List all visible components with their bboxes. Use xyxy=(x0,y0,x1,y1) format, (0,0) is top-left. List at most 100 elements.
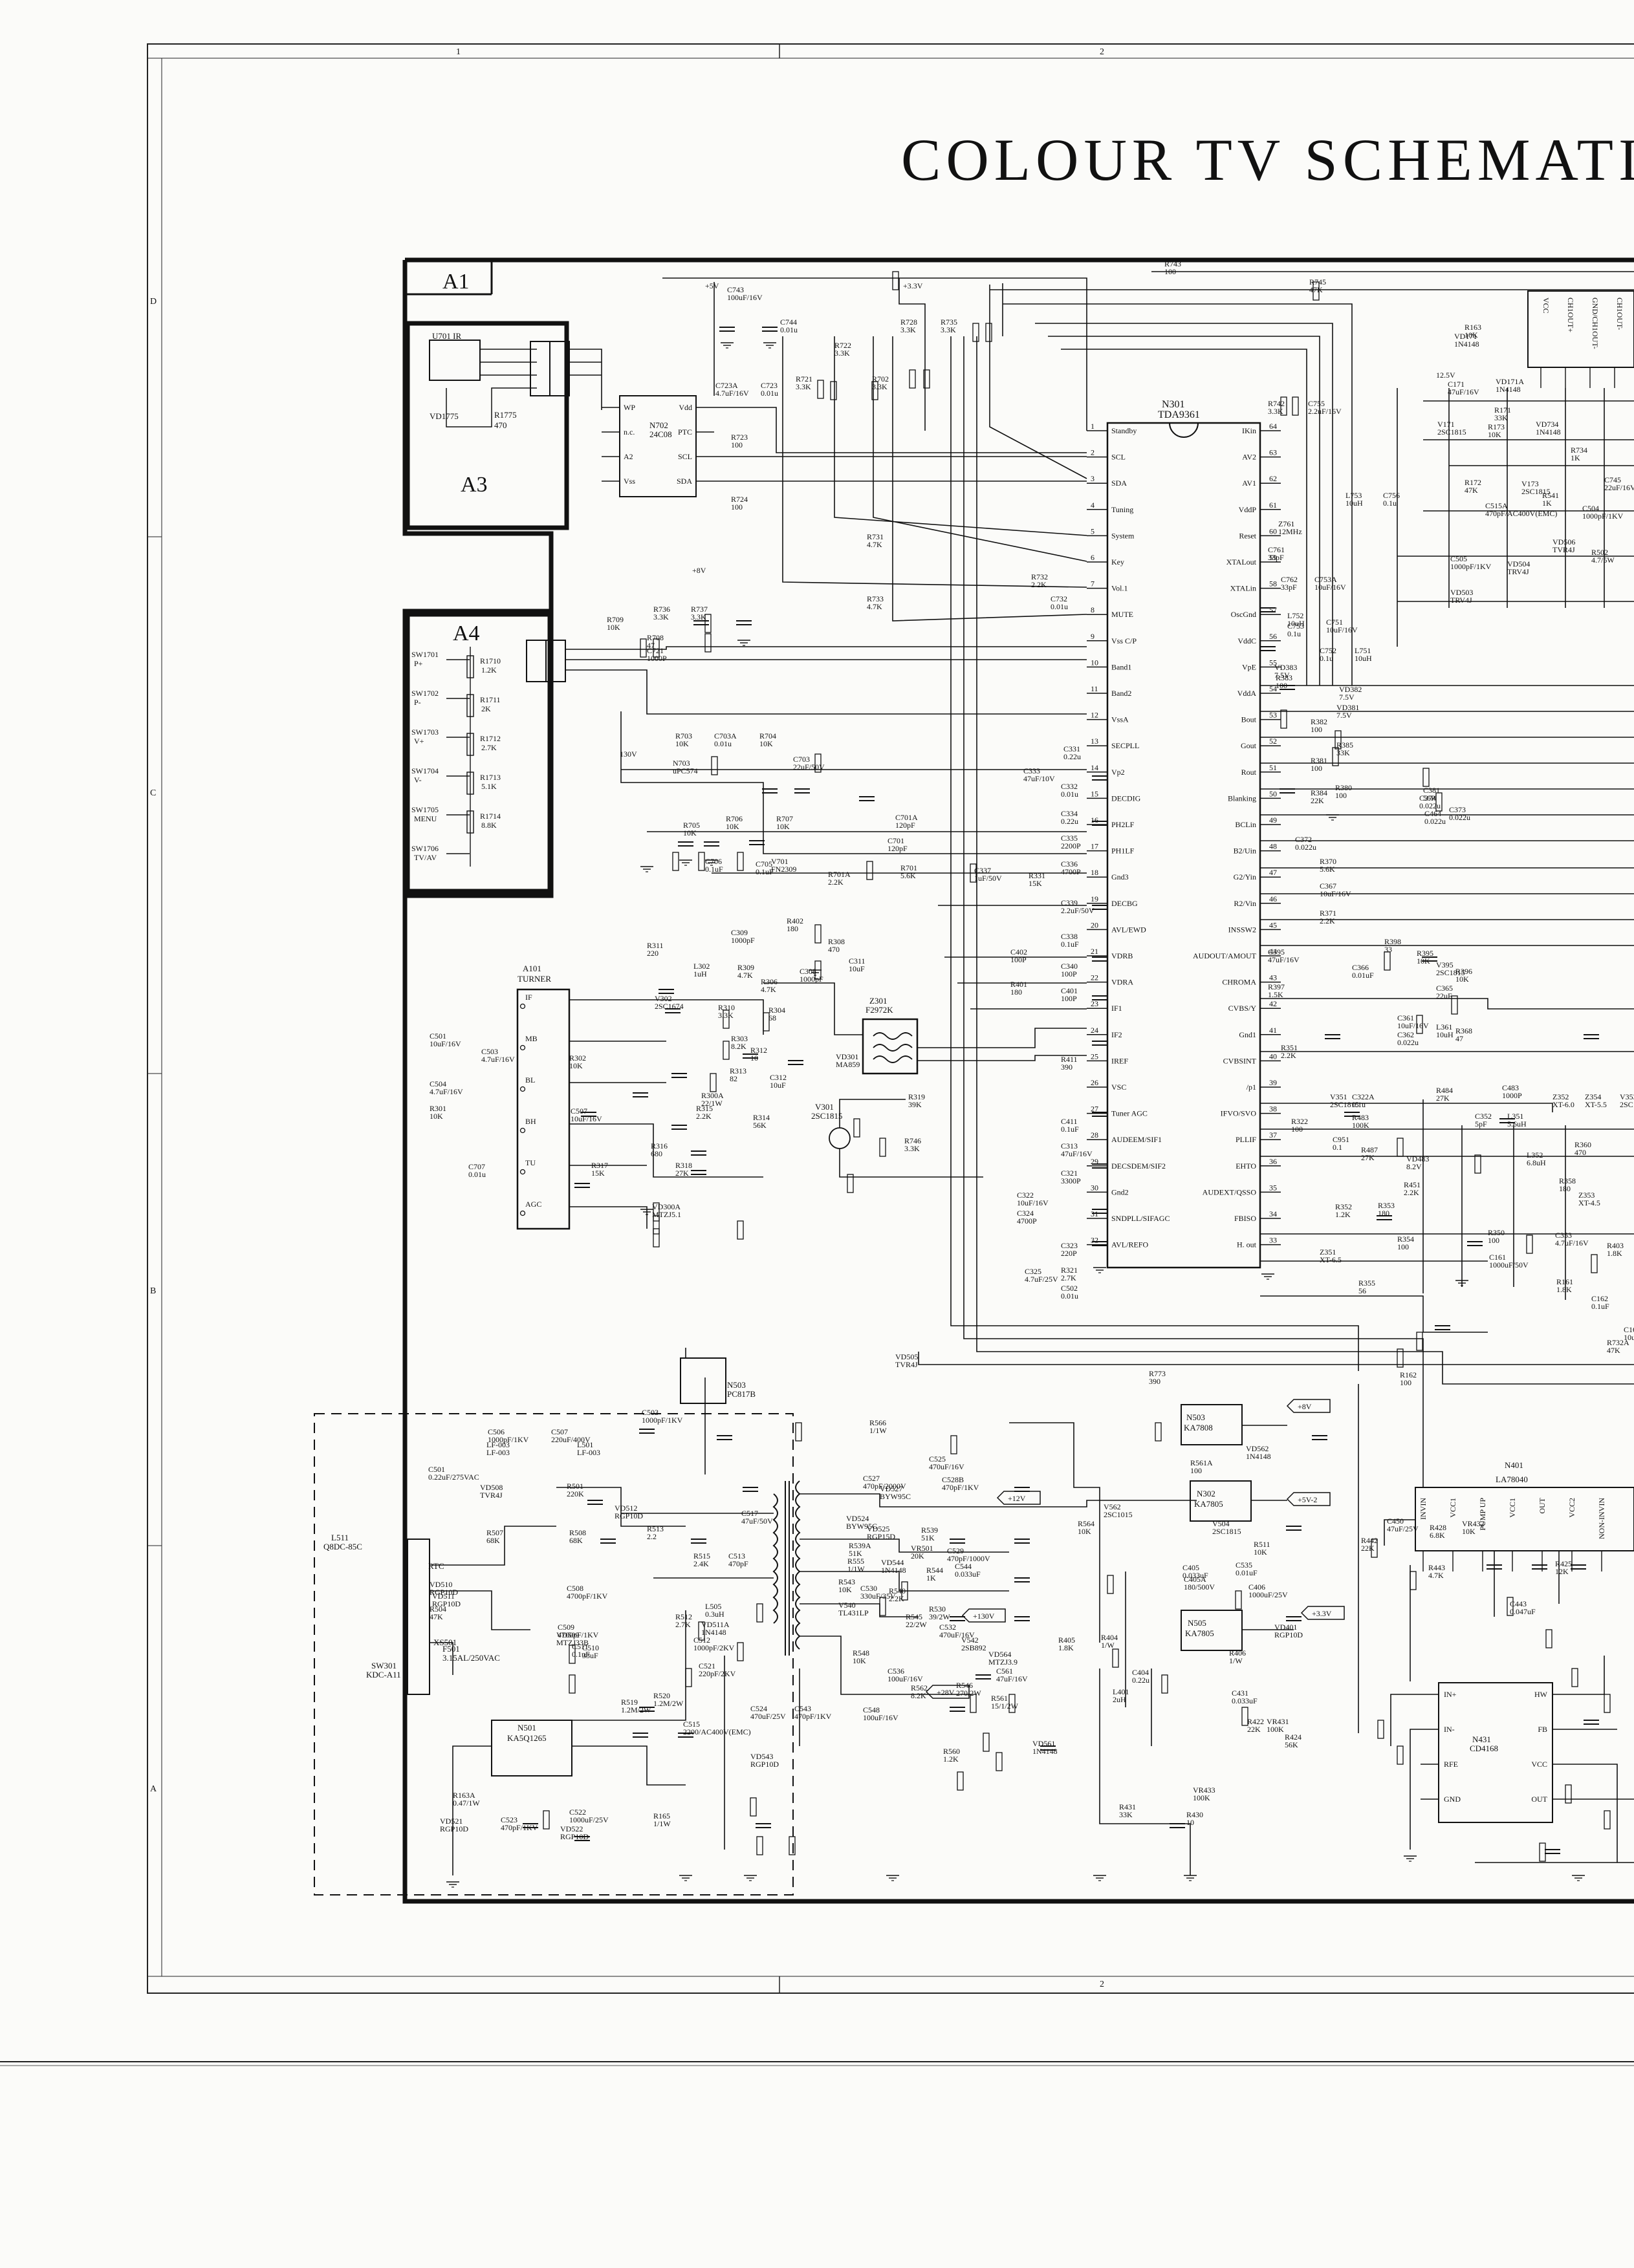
tuner-pin: MB xyxy=(525,1034,538,1043)
component-value: 22K xyxy=(1247,1725,1261,1734)
component-value: RGP10D xyxy=(560,1832,589,1841)
component-value: 47uF/10V xyxy=(1023,774,1055,783)
component-ref: C522 xyxy=(569,1808,586,1817)
component-ref: C761 xyxy=(1268,545,1285,554)
main-ic-left-pin-number: 28 xyxy=(1091,1130,1098,1139)
a4-switch-function: TV/AV xyxy=(414,853,437,862)
main-ic-right-pin-number: 33 xyxy=(1269,1236,1277,1245)
main-ic-left-pin-number: 13 xyxy=(1091,737,1098,746)
component-ref: C503 xyxy=(642,1408,659,1417)
main-ic-left-pin-name: AUDEEM/SIF1 xyxy=(1111,1135,1162,1144)
resistor-symbol xyxy=(901,1581,908,1601)
outer-border xyxy=(147,43,1634,1994)
component-ref: R546 xyxy=(956,1681,973,1690)
component-ref: L751 xyxy=(1355,646,1371,655)
main-ic-left-pin-name: Vol.1 xyxy=(1111,584,1127,593)
pwm-ic-ref: N501 xyxy=(517,1723,536,1733)
component-ref: L505 xyxy=(705,1602,721,1611)
component-value: 1000pF/1KV xyxy=(1450,562,1492,571)
wire xyxy=(714,407,1087,453)
a1-board-outline xyxy=(402,257,1634,1904)
resistor-symbol xyxy=(569,1674,576,1694)
main-ic-left-pin-name: System xyxy=(1111,531,1135,540)
mains-plug-ref: L511 xyxy=(331,1533,349,1542)
component-ref: VR501 xyxy=(911,1544,933,1553)
component-ref: R564 xyxy=(1078,1519,1095,1528)
main-ic-left-pin-name: Vss C/P xyxy=(1111,636,1137,645)
component-ref: C325 xyxy=(1025,1267,1041,1276)
tuner-pin: AGC xyxy=(525,1200,541,1209)
main-ic-left-pin-name: SDA xyxy=(1111,479,1127,488)
component-ref: R402 xyxy=(787,916,803,925)
component-ref: C511 xyxy=(572,1642,589,1651)
component-value: 470pF/1KV xyxy=(794,1712,832,1721)
component-ref: C334 xyxy=(1061,809,1078,818)
component-ref: R318 xyxy=(675,1161,692,1170)
resistor-symbol xyxy=(1161,1674,1168,1694)
component-value: 470pF/1000V xyxy=(947,1554,990,1563)
component-ref: C756 xyxy=(1383,491,1400,500)
component-value: RGP10D xyxy=(615,1511,643,1520)
main-ic-right-pin-name: XTALin xyxy=(1230,584,1256,593)
main-ic-left-pin-number: 21 xyxy=(1091,947,1098,956)
regulator-1-part: KA7808 xyxy=(1184,1423,1213,1432)
saw-filter-symbol xyxy=(873,1032,913,1063)
component-value: 2.2K xyxy=(1031,580,1047,589)
rail-tag-label: +130V xyxy=(973,1612,995,1621)
resistor-symbol xyxy=(1545,1629,1552,1648)
main-ic-left-pin-name: SECPLL xyxy=(1111,741,1139,750)
component-ref: R737 xyxy=(691,605,708,614)
wire xyxy=(1260,1295,1488,1333)
main-ic-right-pin-number: 34 xyxy=(1269,1209,1277,1218)
component-value: 0.1uF xyxy=(705,865,723,874)
component-ref: C411 xyxy=(1061,1117,1078,1126)
component-value: 10 xyxy=(1186,1818,1194,1827)
component-ref: Z352 xyxy=(1552,1092,1569,1101)
component-value: 0.01u xyxy=(714,739,732,748)
component-value: FN2309 xyxy=(771,865,796,874)
a4-switch-function: MENU xyxy=(414,814,437,823)
a4-switch-function: V+ xyxy=(414,737,424,746)
component-ref: C515A xyxy=(1485,501,1508,510)
regulator-1-ref: N503 xyxy=(1186,1412,1205,1422)
component-ref: R746 xyxy=(904,1136,921,1145)
component-value: 0.22uF/275VAC xyxy=(428,1473,479,1482)
component-value: 1000P xyxy=(647,654,667,663)
component-ref: R442 xyxy=(1361,1536,1378,1545)
component-value: 0.01uF xyxy=(1236,1568,1258,1577)
resistor-symbol xyxy=(1416,1015,1423,1034)
component-ref: C331 xyxy=(1063,744,1080,753)
main-ic-left-pin-number: 3 xyxy=(1091,474,1095,483)
component-ref: R314 xyxy=(753,1113,770,1122)
component-ref: Z761 xyxy=(1278,519,1294,528)
component-ref: R502 xyxy=(1591,548,1608,557)
fuse-value: 3.15AL/250VAC xyxy=(442,1653,500,1663)
wire xyxy=(950,336,1359,1371)
resistor-symbol xyxy=(1539,1842,1546,1862)
component-value: 0.1u xyxy=(1383,499,1397,508)
resistor-symbol xyxy=(1416,1332,1423,1351)
wire xyxy=(989,285,1087,479)
component-ref: C507 xyxy=(551,1427,568,1436)
component-value: 8.2V xyxy=(1406,1162,1422,1171)
component-value: 1/1W xyxy=(847,1564,865,1573)
wire xyxy=(917,1028,1087,1048)
component-ref: R317 xyxy=(591,1161,608,1170)
main-ic-left-pin-name: IF2 xyxy=(1111,1030,1122,1039)
component-ref: R316 xyxy=(651,1141,668,1150)
component-value: 2.2K xyxy=(1320,916,1335,925)
wire xyxy=(899,278,926,431)
rail-text: +3.3V xyxy=(903,281,923,290)
component-value: 10uF/16V xyxy=(1326,625,1358,634)
component-ref: R358 xyxy=(1559,1176,1576,1185)
wire xyxy=(1384,1519,1415,1546)
component-value: 1/W xyxy=(1101,1641,1115,1650)
eeprom-right-pin: SDA xyxy=(677,477,692,486)
resistor-symbol xyxy=(698,1621,705,1641)
component-ref: C308 xyxy=(800,967,816,976)
component-ref: R165 xyxy=(653,1811,670,1820)
main-ic-left-pin-number: 12 xyxy=(1091,711,1098,720)
component-value: 0.022u xyxy=(1397,1038,1419,1047)
component-ref: R311 xyxy=(647,941,664,950)
component-value: MTZJ3.9 xyxy=(988,1658,1018,1667)
